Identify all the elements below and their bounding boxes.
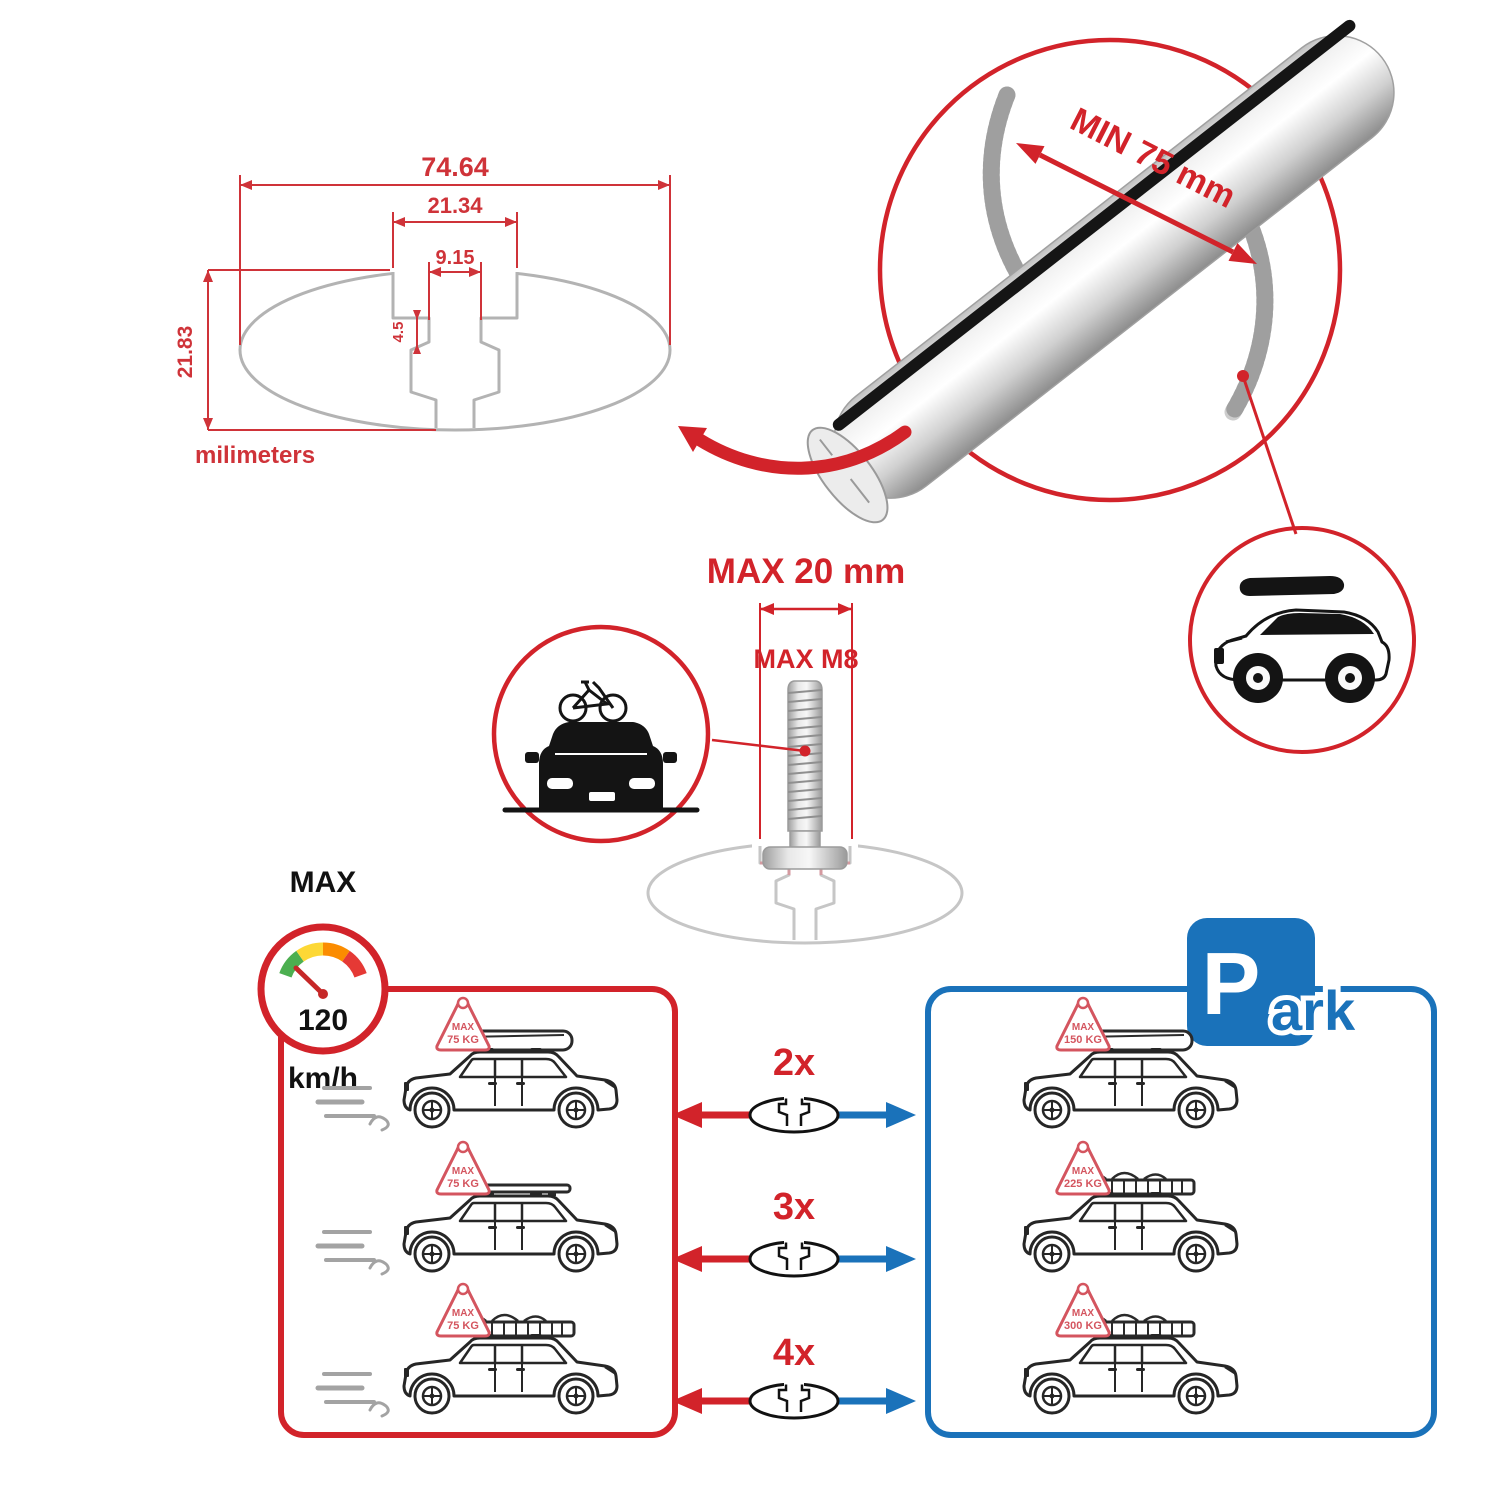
crossbar-count-arrows — [672, 1382, 916, 1420]
bolt-max-width-label: MAX 20 mm — [706, 552, 906, 591]
speedometer: 120 — [257, 923, 389, 1055]
car-front-bike-circle — [491, 624, 711, 844]
badge-max: MAX — [451, 1165, 475, 1177]
crossbar-count-arrows — [672, 1096, 916, 1134]
crossbar-profile-icon — [748, 1096, 840, 1134]
badge-value: 75 KG — [447, 1177, 479, 1190]
dim-slot-depth: 4.5 — [390, 322, 407, 343]
crossbar-profile-dimension-drawing: 74.64 21.34 9.15 4.5 21.83 milimeters — [174, 152, 672, 469]
dimension-lines — [207, 175, 671, 431]
driving-car — [402, 1190, 619, 1273]
dimension-arrowheads — [203, 180, 670, 430]
speed-lines — [315, 1372, 390, 1418]
car-front-illustration — [525, 722, 677, 810]
park-ark: ark — [1271, 979, 1356, 1042]
t-bolt-head — [762, 846, 848, 870]
badge-value: 225 KG — [1064, 1177, 1102, 1190]
crossbar-profile-icon — [748, 1382, 840, 1420]
suv-illustration — [1214, 576, 1391, 703]
parked-zone-box — [925, 986, 1437, 1438]
gauge-arcs — [279, 942, 367, 978]
driving-zone-box — [278, 986, 678, 1438]
park-sign: P ark — [1187, 918, 1361, 1047]
multiplier-label-3x: 3x — [772, 1186, 816, 1228]
badge-value: 300 KG — [1064, 1319, 1102, 1332]
min-span-arrow — [1016, 143, 1257, 264]
crossbar-detail-circle: MIN 75 mm — [806, 19, 1395, 524]
speed-lines — [315, 1230, 390, 1276]
parked-car — [1022, 1190, 1239, 1273]
roof-box — [1239, 576, 1345, 596]
crossbar-count-arrows — [672, 1240, 916, 1278]
t-slot-channel-profile — [391, 272, 519, 428]
speed-value: 120 — [298, 1004, 348, 1037]
badge-max: MAX — [1071, 1307, 1095, 1319]
parked-car — [1022, 1046, 1239, 1129]
badge-max: MAX — [1071, 1165, 1095, 1177]
dim-total-width: 74.64 — [421, 152, 489, 182]
parked-car — [1022, 1332, 1239, 1415]
badge-max: MAX — [1071, 1021, 1095, 1033]
multiplier-label-2x: 2x — [772, 1042, 816, 1084]
driving-car — [402, 1046, 619, 1129]
suv-roofbox-circle — [1188, 526, 1416, 754]
t-slot-groove — [832, 19, 1356, 431]
badge-max: MAX — [451, 1021, 475, 1033]
bolt-dimension-lines — [759, 603, 853, 845]
dim-channel-width: 21.34 — [427, 193, 483, 218]
crossbar-profile-icon — [748, 1240, 840, 1278]
badge-max: MAX — [451, 1307, 475, 1319]
speed-lines — [315, 1086, 390, 1132]
park-p: P — [1202, 934, 1261, 1033]
gauge-needle — [293, 965, 326, 997]
unit-label: milimeters — [195, 442, 315, 469]
multiplier-label-4x: 4x — [772, 1332, 816, 1374]
badge-value: 150 KG — [1064, 1033, 1102, 1046]
bolt-thread-label: MAX M8 — [753, 644, 859, 674]
dim-slot-width: 9.15 — [436, 247, 475, 269]
badge-value: 75 KG — [447, 1033, 479, 1046]
bike-icon — [558, 680, 628, 723]
badge-value: 75 KG — [447, 1319, 479, 1332]
driving-car — [402, 1332, 619, 1415]
dim-total-height: 21.83 — [174, 326, 197, 379]
speed-max-label: MAX — [289, 866, 357, 899]
